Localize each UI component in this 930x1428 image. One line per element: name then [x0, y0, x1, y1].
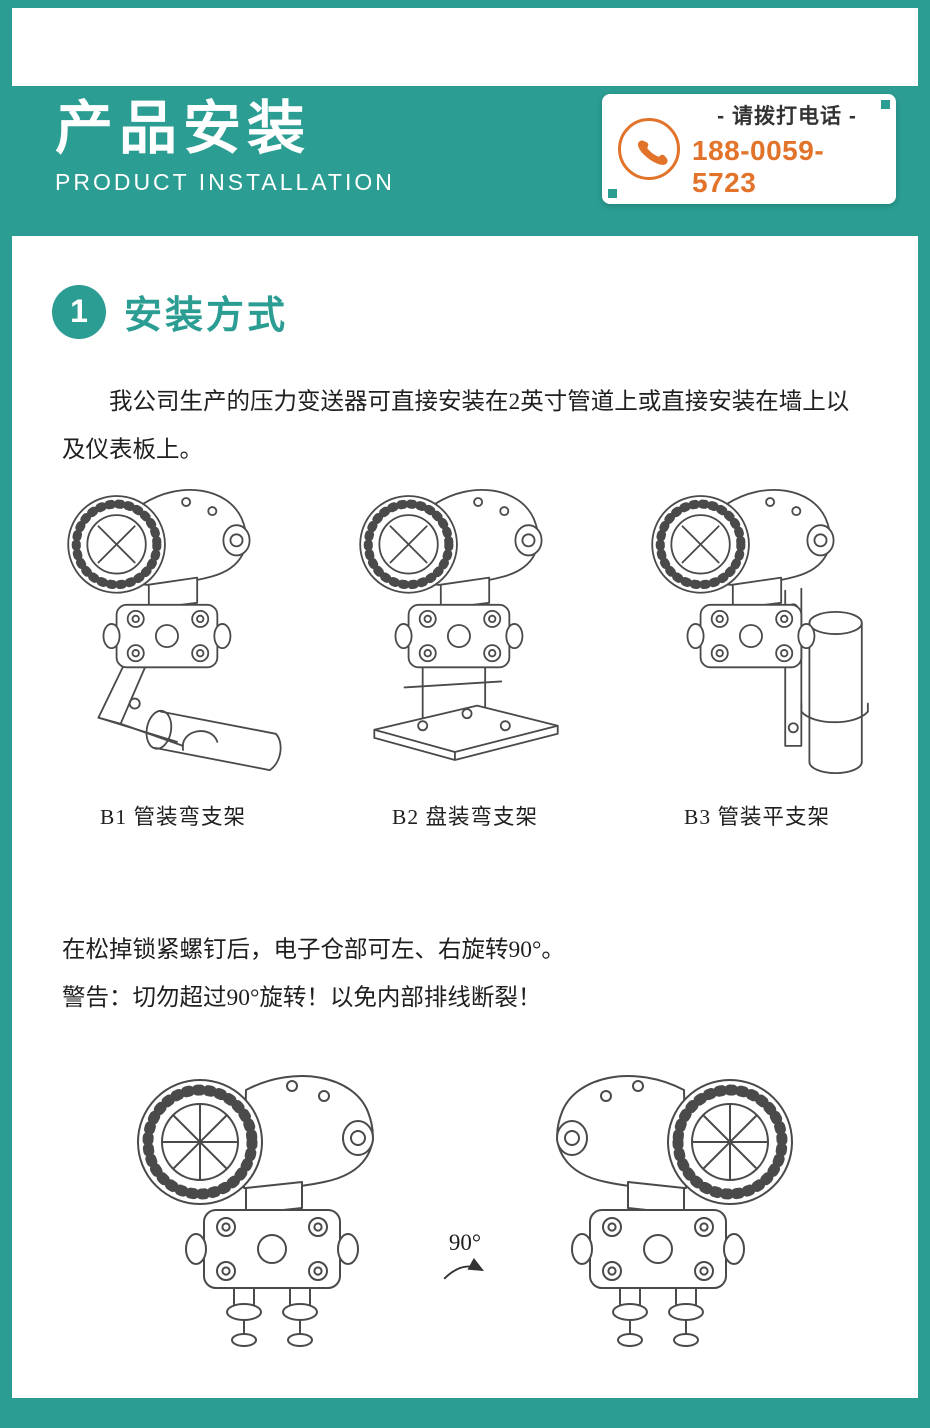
phone-text: - 请拨打电话 - 188-0059-5723 — [692, 100, 882, 199]
header-band: 产品安装 PRODUCT INSTALLATION - 请拨打电话 - 188-… — [0, 86, 930, 236]
phone-handset-icon — [618, 118, 680, 180]
page-subtitle: PRODUCT INSTALLATION — [55, 168, 395, 195]
frame-strip-left — [0, 0, 12, 1428]
phone-cta-box: - 请拨打电话 - 188-0059-5723 — [602, 94, 896, 204]
frame-strip-bottom — [0, 1398, 930, 1428]
phone-number: 188-0059-5723 — [692, 134, 825, 198]
phone-label: - 请拨打电话 - — [717, 104, 857, 128]
rotation-annotation: 90° — [417, 1230, 513, 1284]
transmitter-rotation-right-drawing — [513, 1050, 835, 1384]
figure-b3: B3 管装平支架 — [618, 462, 896, 831]
figure-caption: B1 管装弯支架 — [100, 805, 246, 829]
rotation-figures-row: 90° — [0, 1050, 930, 1384]
transmitter-b3-drawing — [626, 462, 869, 775]
transmitter-b2-drawing — [334, 462, 559, 761]
transmitter-rotation-left-drawing — [95, 1050, 417, 1384]
bracket-figures-row: B1 管装弯支架 B2 盘装弯支架 — [34, 462, 896, 831]
frame-strip-right — [918, 0, 930, 1428]
frame-strip-top — [0, 0, 930, 8]
corner-accent — [881, 100, 890, 109]
section-heading: 1 安装方式 — [52, 284, 288, 339]
section-number-badge: 1 — [52, 284, 106, 339]
note-line-1: 在松掉锁紧螺钉后，电子仓部可左、右旋转90°。 — [62, 937, 565, 963]
header-titles: 产品安装 PRODUCT INSTALLATION — [55, 96, 395, 196]
section-title: 安装方式 — [124, 295, 289, 337]
rotation-angle-label: 90° — [448, 1230, 482, 1255]
note-paragraph: 在松掉锁紧螺钉后，电子仓部可左、右旋转90°。 警告：切勿超过90°旋转！以免内… — [62, 926, 872, 1022]
page-title: 产品安装 — [55, 96, 312, 161]
figure-caption: B2 盘装弯支架 — [392, 805, 538, 829]
intro-paragraph: 我公司生产的压力变送器可直接安装在2英寸管道上或直接安装在墙上以及仪表板上。 — [62, 389, 850, 464]
figure-b1: B1 管装弯支架 — [34, 462, 312, 831]
note-line-2: 警告：切勿超过90°旋转！以免内部排线断裂！ — [62, 985, 542, 1012]
figure-b2: B2 盘装弯支架 — [326, 462, 604, 831]
transmitter-b1-drawing — [42, 462, 282, 771]
figure-caption: B3 管装平支架 — [684, 805, 830, 829]
corner-accent — [608, 189, 617, 198]
rotation-arrow-icon — [443, 1258, 485, 1280]
